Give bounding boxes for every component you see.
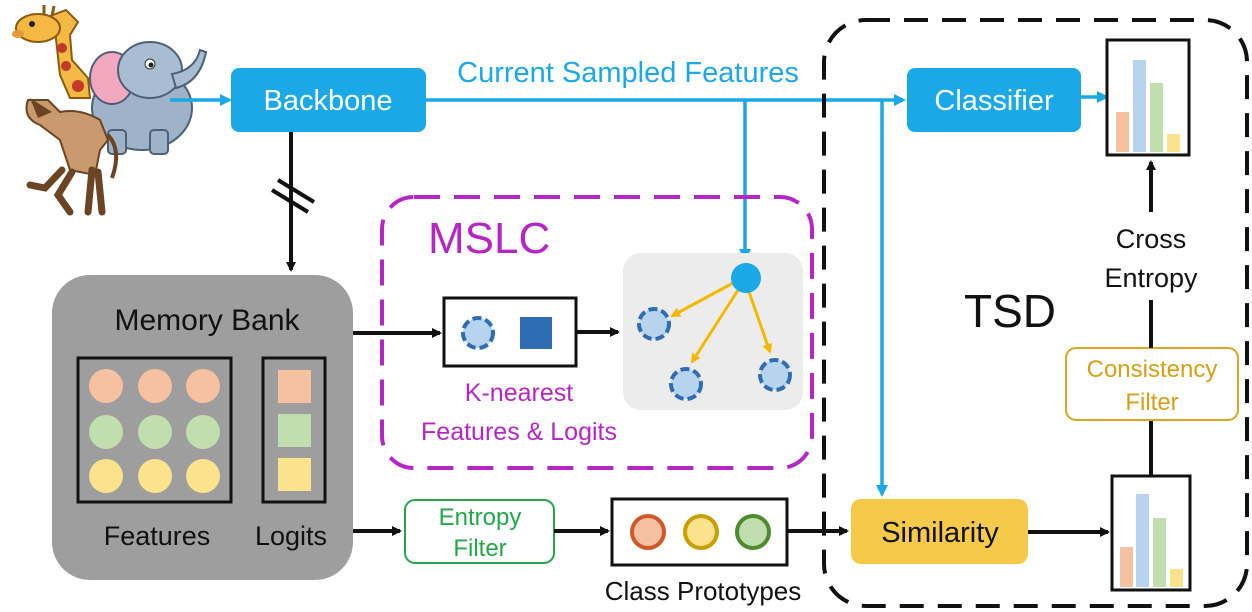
backbone-node[interactable]: Backbone	[231, 68, 426, 132]
classifier-distribution-chart	[1105, 38, 1191, 157]
knearest-label-line2: Features & Logits	[421, 418, 617, 446]
stop-gradient-icon	[270, 178, 316, 214]
elephant-icon	[89, 41, 208, 155]
class-prototypes-box	[610, 497, 789, 567]
memory-bank-title: Memory Bank	[114, 304, 300, 337]
mslc-label: MSLC	[428, 214, 550, 263]
consistency-filter-node[interactable]: Consistency Filter	[1065, 347, 1239, 421]
giraffe-icon	[12, 5, 92, 99]
tsd-region	[822, 18, 1249, 608]
cross-entropy-label-line1: Cross	[1116, 224, 1187, 254]
features-grid	[76, 356, 233, 504]
entropy-filter-label-line2: Filter	[453, 535, 506, 562]
current-sampled-features-label: Current Sampled Features	[457, 57, 799, 89]
tsd-label: TSD	[964, 285, 1056, 337]
logits-label: Logits	[255, 521, 327, 551]
similarity-node[interactable]: Similarity	[851, 499, 1028, 564]
knearest-label-line1: K-nearest	[465, 379, 573, 407]
entropy-filter-label-line1: Entropy	[439, 504, 522, 531]
backbone-label: Backbone	[264, 85, 393, 117]
consistency-filter-label-line2: Filter	[1125, 389, 1178, 416]
knearest-box	[442, 296, 578, 368]
horse-icon	[25, 98, 119, 216]
neighbor-graph	[623, 253, 803, 410]
mslc-region	[380, 195, 814, 470]
logits-column	[261, 356, 327, 504]
cross-entropy-label-line2: Entropy	[1104, 263, 1198, 293]
memory-bank: Memory Bank Features Logits	[52, 275, 353, 580]
similarity-label: Similarity	[881, 517, 999, 549]
classifier-label: Classifier	[934, 85, 1054, 117]
class-prototypes-label: Class Prototypes	[605, 576, 802, 606]
similarity-distribution-chart	[1110, 474, 1192, 592]
classifier-node[interactable]: Classifier	[907, 68, 1081, 132]
consistency-filter-label-line1: Consistency	[1087, 356, 1218, 383]
entropy-filter-node[interactable]: Entropy Filter	[404, 499, 555, 564]
features-label: Features	[104, 521, 211, 551]
